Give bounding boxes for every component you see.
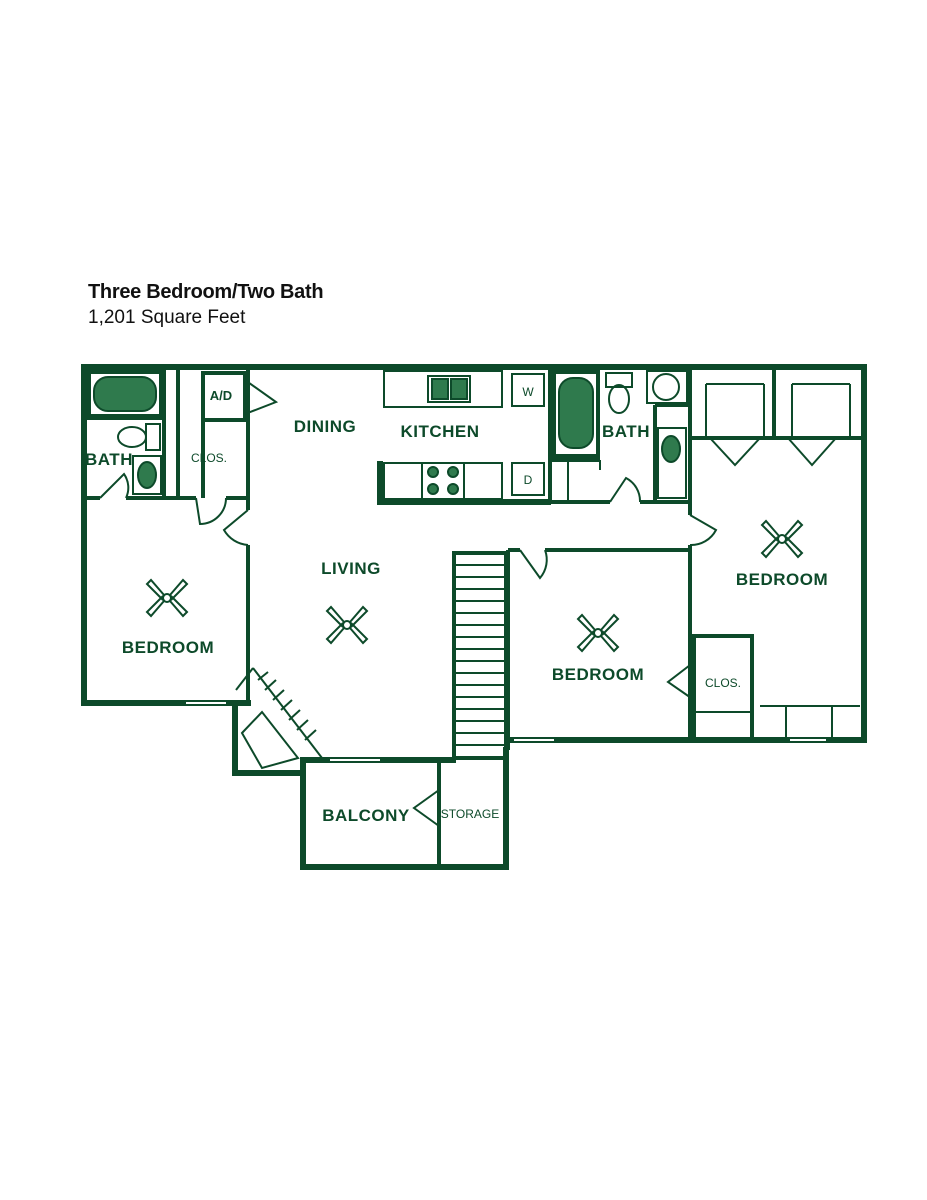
ceiling-fan-right-icon <box>760 519 804 559</box>
room-label-kitchen: KITCHEN <box>400 422 479 441</box>
room-label-balcony: BALCONY <box>322 806 410 825</box>
room-label-dining: DINING <box>294 417 357 436</box>
ceiling-fan-middle-icon <box>576 613 620 653</box>
sink-left-icon <box>132 455 162 495</box>
ceiling-fan-living-icon <box>325 605 369 645</box>
staircase <box>454 564 506 746</box>
square-footage: 1,201 Square Feet <box>88 307 246 328</box>
room-label-bedroom-right: BEDROOM <box>736 570 828 589</box>
washer-dryer-label: A/D <box>210 388 232 403</box>
corner-fireplace <box>235 667 323 770</box>
bathtub-right-icon <box>552 370 600 458</box>
toilet-left-icon <box>117 423 161 451</box>
kitchen-sink-icon <box>427 375 471 403</box>
room-label-storage: STORAGE <box>441 807 499 821</box>
sink-right-icon <box>657 427 687 499</box>
toilet-right-icon <box>605 372 633 414</box>
washer-label: W <box>522 385 534 399</box>
room-label-closet-left: CLOS. <box>191 451 227 465</box>
room-label-bedroom-left: BEDROOM <box>122 638 214 657</box>
windows <box>186 702 826 761</box>
room-label-living: LIVING <box>321 559 381 578</box>
dryer-label: D <box>524 473 533 487</box>
ceiling-fan-left-icon <box>145 578 189 618</box>
page-title: Three Bedroom/Two Bath <box>88 281 324 303</box>
room-label-bath-right: BATH <box>602 422 650 441</box>
stove-icon <box>427 466 459 495</box>
room-label-closet-middle: CLOS. <box>705 676 741 690</box>
interior-walls <box>84 370 864 867</box>
room-label-bath-left: BATH <box>85 450 133 469</box>
bathtub-left-icon <box>87 370 163 418</box>
room-label-bedroom-middle: BEDROOM <box>552 665 644 684</box>
water-heater-icon <box>646 370 688 404</box>
doors <box>99 379 851 827</box>
